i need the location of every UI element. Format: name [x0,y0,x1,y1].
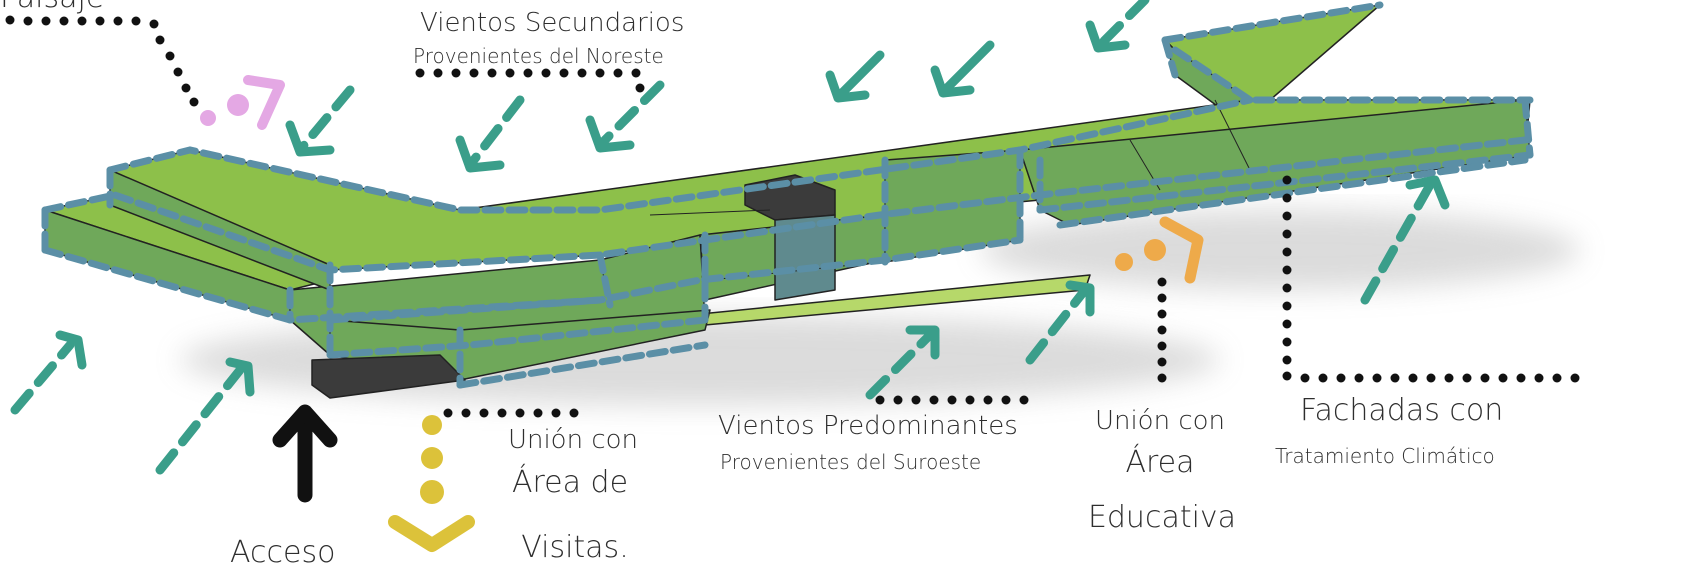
predominant-winds-subtitle: Provenientes del Suroeste [720,450,982,474]
access-label: Acceso [230,535,336,570]
education-line3: Educativa [1087,500,1237,535]
facades-subtitle: Tratamiento Climático [1275,444,1495,468]
landscape-label: Paisaje [0,0,104,15]
visits-line1: Unión con [507,425,639,455]
visits-line3: Visitas. [521,530,629,565]
education-line2: Área [1125,445,1195,480]
predominant-winds-arrows [10,175,1450,475]
facades-title: Fachadas con [1300,393,1504,428]
education-indicator [1115,216,1204,284]
landscape-indicator [200,75,285,130]
dark-base-block [311,354,466,399]
secondary-winds-arrows [285,0,1150,173]
predominant-winds-title: Vientos Predominantes [718,411,1018,441]
secondary-winds-subtitle: Provenientes del Noreste [413,44,664,68]
education-line1: Unión con [1094,406,1226,436]
access-arrow-icon [272,404,338,503]
visits-line2: Área de [511,465,629,500]
visits-indicator [388,415,475,552]
leader-dots [5,15,1580,418]
secondary-winds-title: Vientos Secundarios [420,8,685,38]
